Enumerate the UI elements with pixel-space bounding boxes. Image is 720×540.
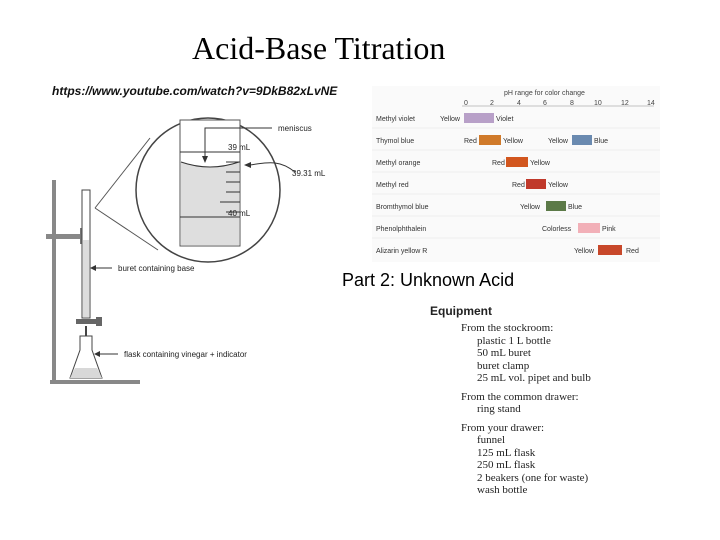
list-item: 50 mL buret xyxy=(477,347,531,359)
list-item: 25 mL vol. pipet and bulb xyxy=(477,372,591,384)
part2-heading: Part 2: Unknown Acid xyxy=(342,270,515,290)
color-label: Yellow xyxy=(440,116,461,123)
color-label: Yellow xyxy=(574,248,595,255)
color-label: Red xyxy=(626,248,639,255)
indicator-name: Methyl orange xyxy=(376,160,420,167)
list-item: 2 beakers (one for waste) xyxy=(477,471,589,484)
color-label: Red xyxy=(464,138,477,145)
list-item: funnel xyxy=(477,434,506,446)
tick: 12 xyxy=(621,100,629,107)
color-label: Colorless xyxy=(542,226,572,233)
tick: 14 xyxy=(647,100,655,107)
color-label: Yellow xyxy=(530,160,551,167)
equipment-heading: Equipment xyxy=(430,304,492,318)
group-title: From your drawer: xyxy=(461,421,545,434)
tick: 10 xyxy=(594,100,602,107)
indicator-name: Thymol blue xyxy=(376,138,414,145)
titration-apparatus-diagram: 39 mL 40 mL meniscus 39.31 mL buret cont… xyxy=(46,117,326,384)
list-item: buret clamp xyxy=(477,359,530,372)
group-title: From the common drawer: xyxy=(461,390,579,403)
indicator-name: Methyl red xyxy=(376,182,409,189)
equipment-list: Equipment From the stockroom: plastic 1 … xyxy=(428,304,591,497)
list-item: wash bottle xyxy=(477,484,528,496)
indicator-name: Bromthymol blue xyxy=(376,204,429,211)
mark-40ml: 40 mL xyxy=(228,209,251,218)
mark-39ml: 39 mL xyxy=(228,143,251,152)
color-label: Blue xyxy=(594,138,608,145)
color-label: Red xyxy=(492,160,505,167)
list-item: ring stand xyxy=(477,403,521,415)
list-item: plastic 1 L bottle xyxy=(477,334,551,347)
color-label: Blue xyxy=(568,204,582,211)
ring-stand-rod xyxy=(52,180,56,382)
meniscus-label: meniscus xyxy=(278,124,312,133)
liquid-in-buret xyxy=(181,162,239,245)
color-label: Pink xyxy=(602,226,616,233)
tick: 0 xyxy=(464,100,468,107)
reading-label: 39.31 mL xyxy=(292,169,326,178)
color-label: Yellow xyxy=(520,204,541,211)
indicator-name: Alizarin yellow R xyxy=(376,248,427,255)
list-item: 250 mL flask xyxy=(477,459,536,471)
color-label: Violet xyxy=(496,116,513,123)
flask-label: flask containing vinegar + indicator xyxy=(124,350,247,359)
ring-stand-base xyxy=(50,380,140,384)
tick: 6 xyxy=(543,100,547,107)
equipment-group: From the stockroom: plastic 1 L bottle 5… xyxy=(461,322,591,497)
list-item: 125 mL flask xyxy=(477,446,536,459)
color-label: Yellow xyxy=(503,138,524,145)
color-label: Yellow xyxy=(548,182,569,189)
page-title: Acid-Base Titration xyxy=(192,30,446,66)
tick: 4 xyxy=(517,100,521,107)
tick: 2 xyxy=(490,100,494,107)
color-label: Yellow xyxy=(548,138,569,145)
indicator-name: Methyl violet xyxy=(376,116,415,123)
group-title: From the stockroom: xyxy=(461,322,554,334)
indicator-ph-table: pH range for color change 0 2 4 6 8 10 1… xyxy=(372,86,660,262)
video-url[interactable]: https://www.youtube.com/watch?v=9DkB82xL… xyxy=(52,84,338,98)
tick: 8 xyxy=(570,100,574,107)
table-header: pH range for color change xyxy=(504,90,585,97)
color-label: Red xyxy=(512,182,525,189)
buret-label: buret containing base xyxy=(118,264,195,273)
indicator-name: Phenolphthalein xyxy=(376,226,426,233)
